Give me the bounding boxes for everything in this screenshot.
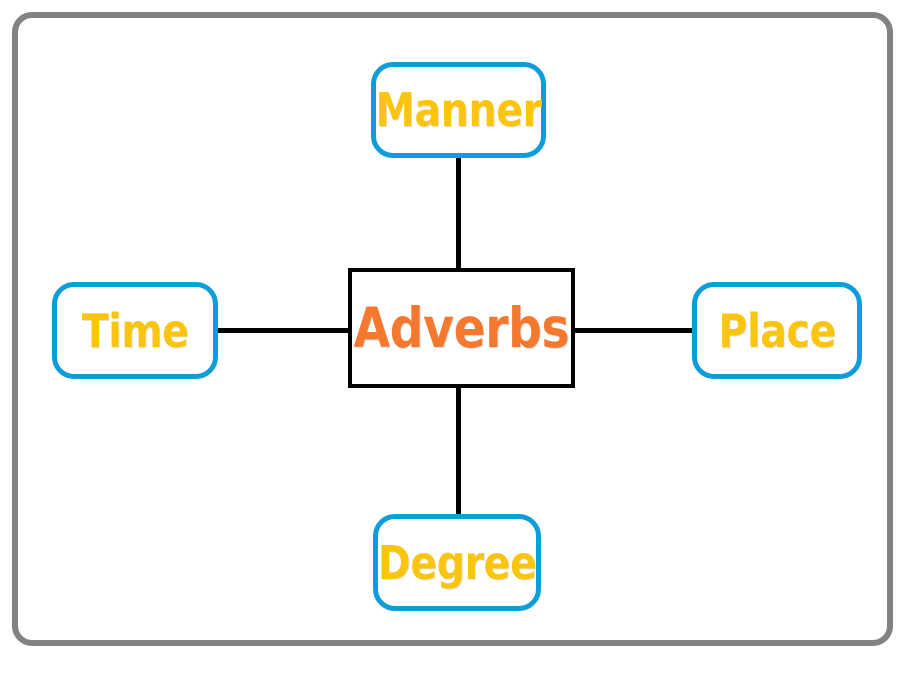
node-adverbs-center[interactable]: Adverbs	[348, 268, 575, 388]
connector-adverbs-to-degree	[456, 385, 461, 517]
node-manner[interactable]: Manner	[371, 62, 546, 158]
node-place-label: Place	[718, 303, 836, 358]
node-place[interactable]: Place	[692, 282, 862, 379]
node-manner-label: Manner	[375, 83, 542, 137]
node-degree[interactable]: Degree	[373, 514, 541, 611]
node-degree-label: Degree	[377, 535, 537, 590]
connector-adverbs-to-time	[214, 328, 352, 333]
connector-adverbs-to-place	[571, 328, 696, 333]
outer-frame-border	[12, 12, 893, 646]
connector-adverbs-to-manner	[456, 152, 461, 272]
node-time[interactable]: Time	[52, 282, 218, 379]
node-time-label: Time	[81, 303, 189, 358]
node-adverbs-label: Adverbs	[353, 295, 570, 360]
